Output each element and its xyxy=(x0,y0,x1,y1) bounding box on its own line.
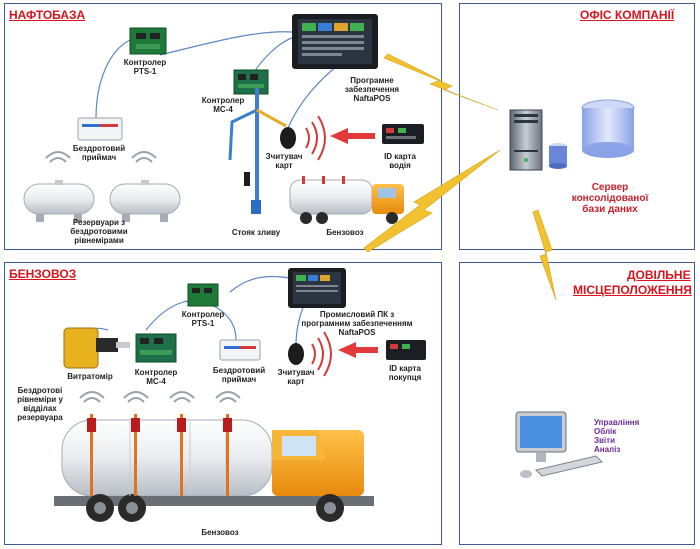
anywhere-title-line2: МІСЦЕПОЛОЖЕННЯ xyxy=(573,283,692,297)
tanker-truck-label: Бензовоз xyxy=(201,528,239,537)
depot-tanker-label: Бензовоз xyxy=(326,228,364,237)
tanker-title: БЕНЗОВОЗ xyxy=(9,267,77,281)
depot-title: НАФТОБАЗА xyxy=(9,8,86,22)
anywhere-panel xyxy=(459,262,695,545)
depot-loading-arm-label: Стояк зливу xyxy=(231,228,281,237)
tanker-flow-meter-label: Витратомір xyxy=(67,372,113,381)
anywhere-title-line1: ДОВІЛЬНЕ xyxy=(627,268,691,282)
depot-panel xyxy=(4,3,442,250)
office-title: ОФІС КОМПАНІЇ xyxy=(580,8,675,22)
